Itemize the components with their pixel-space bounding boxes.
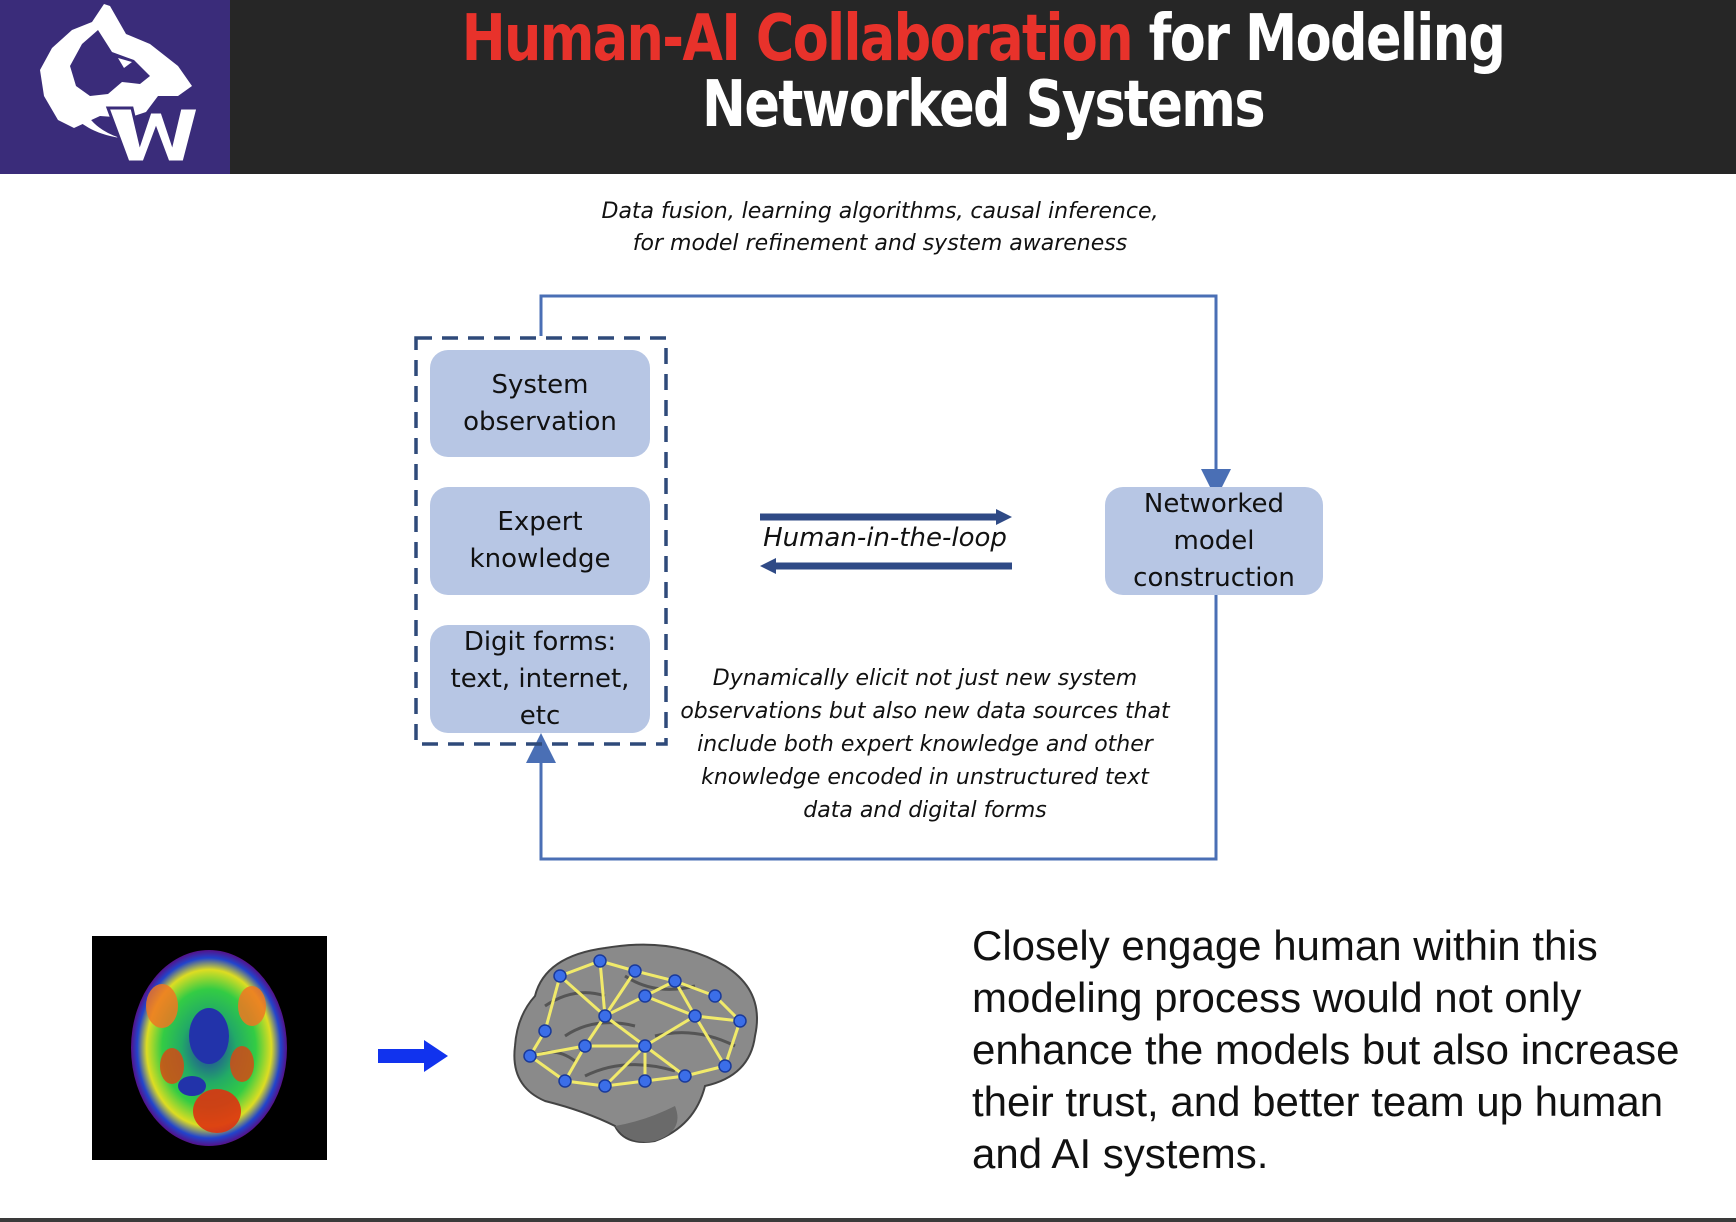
box-networked-model: Networked model construction [1105,487,1323,595]
bottom-caption-line-1: Dynamically elicit not just new system [712,666,1138,691]
input-sources-group [414,336,668,746]
box-digit-line-1: Digit forms: [463,626,617,657]
summary-statement: Closely engage human within this modelin… [972,922,1680,1177]
feedback-loop-bottom [526,595,1218,861]
title-line-1: Human-AI Collaboration for Modeling [366,6,1601,72]
bottom-caption-line-5: data and digital forms [803,798,1047,823]
title-highlight: Human-AI Collaboration [461,2,1134,76]
feedback-loop-top [539,294,1231,499]
loop-diagram-lines [414,294,1231,861]
box-system-line-1: System [491,369,589,400]
bottom-caption-line-2: observations but also new data sources t… [680,699,1170,724]
top-caption: Data fusion, learning algorithms, causal… [540,196,1220,260]
box-expert-line-1: Expert [497,507,583,537]
title-rest: for Modeling [1131,2,1506,76]
box-digit-line-3: etc [519,700,561,731]
box-networked-line-3: construction [1133,562,1295,593]
page-title: Human-AI Collaboration for Modeling Netw… [366,6,1601,138]
university-logo [0,0,230,174]
hitl-arrowhead-left [760,558,776,574]
box-expert-line-2: knowledge [469,544,611,574]
box-system-observation: System observation [430,350,650,457]
brain-network-image [513,943,758,1143]
box-expert-knowledge: Expert knowledge [430,487,650,595]
box-digit-line-2: text, internet, [450,663,630,694]
footer-divider [0,1218,1736,1222]
husky-logo-icon [40,4,200,164]
right-arrow-icon [378,1040,448,1072]
header-bar: Human-AI Collaboration for Modeling Netw… [0,0,1736,174]
top-caption-line-1: Data fusion, learning algorithms, causal… [601,199,1159,224]
title-line-2: Networked Systems [702,68,1266,142]
hitl-arrowhead-right [996,509,1012,525]
pet-brain-scan-image [92,936,327,1160]
box-digit-forms: Digit forms: text, internet, etc [430,625,650,733]
bottom-caption: Dynamically elicit not just new system o… [660,662,1190,827]
box-networked-line-1: Networked [1143,488,1285,519]
box-system-line-2: observation [463,406,617,437]
bottom-caption-line-4: knowledge encoded in unstructured text [701,765,1149,790]
bottom-caption-line-3: include both expert knowledge and other [697,732,1153,757]
human-in-the-loop-label: Human-in-the-loop [763,523,1007,553]
top-caption-line-2: for model refinement and system awarenes… [632,231,1128,256]
box-networked-line-2: model [1173,525,1255,556]
